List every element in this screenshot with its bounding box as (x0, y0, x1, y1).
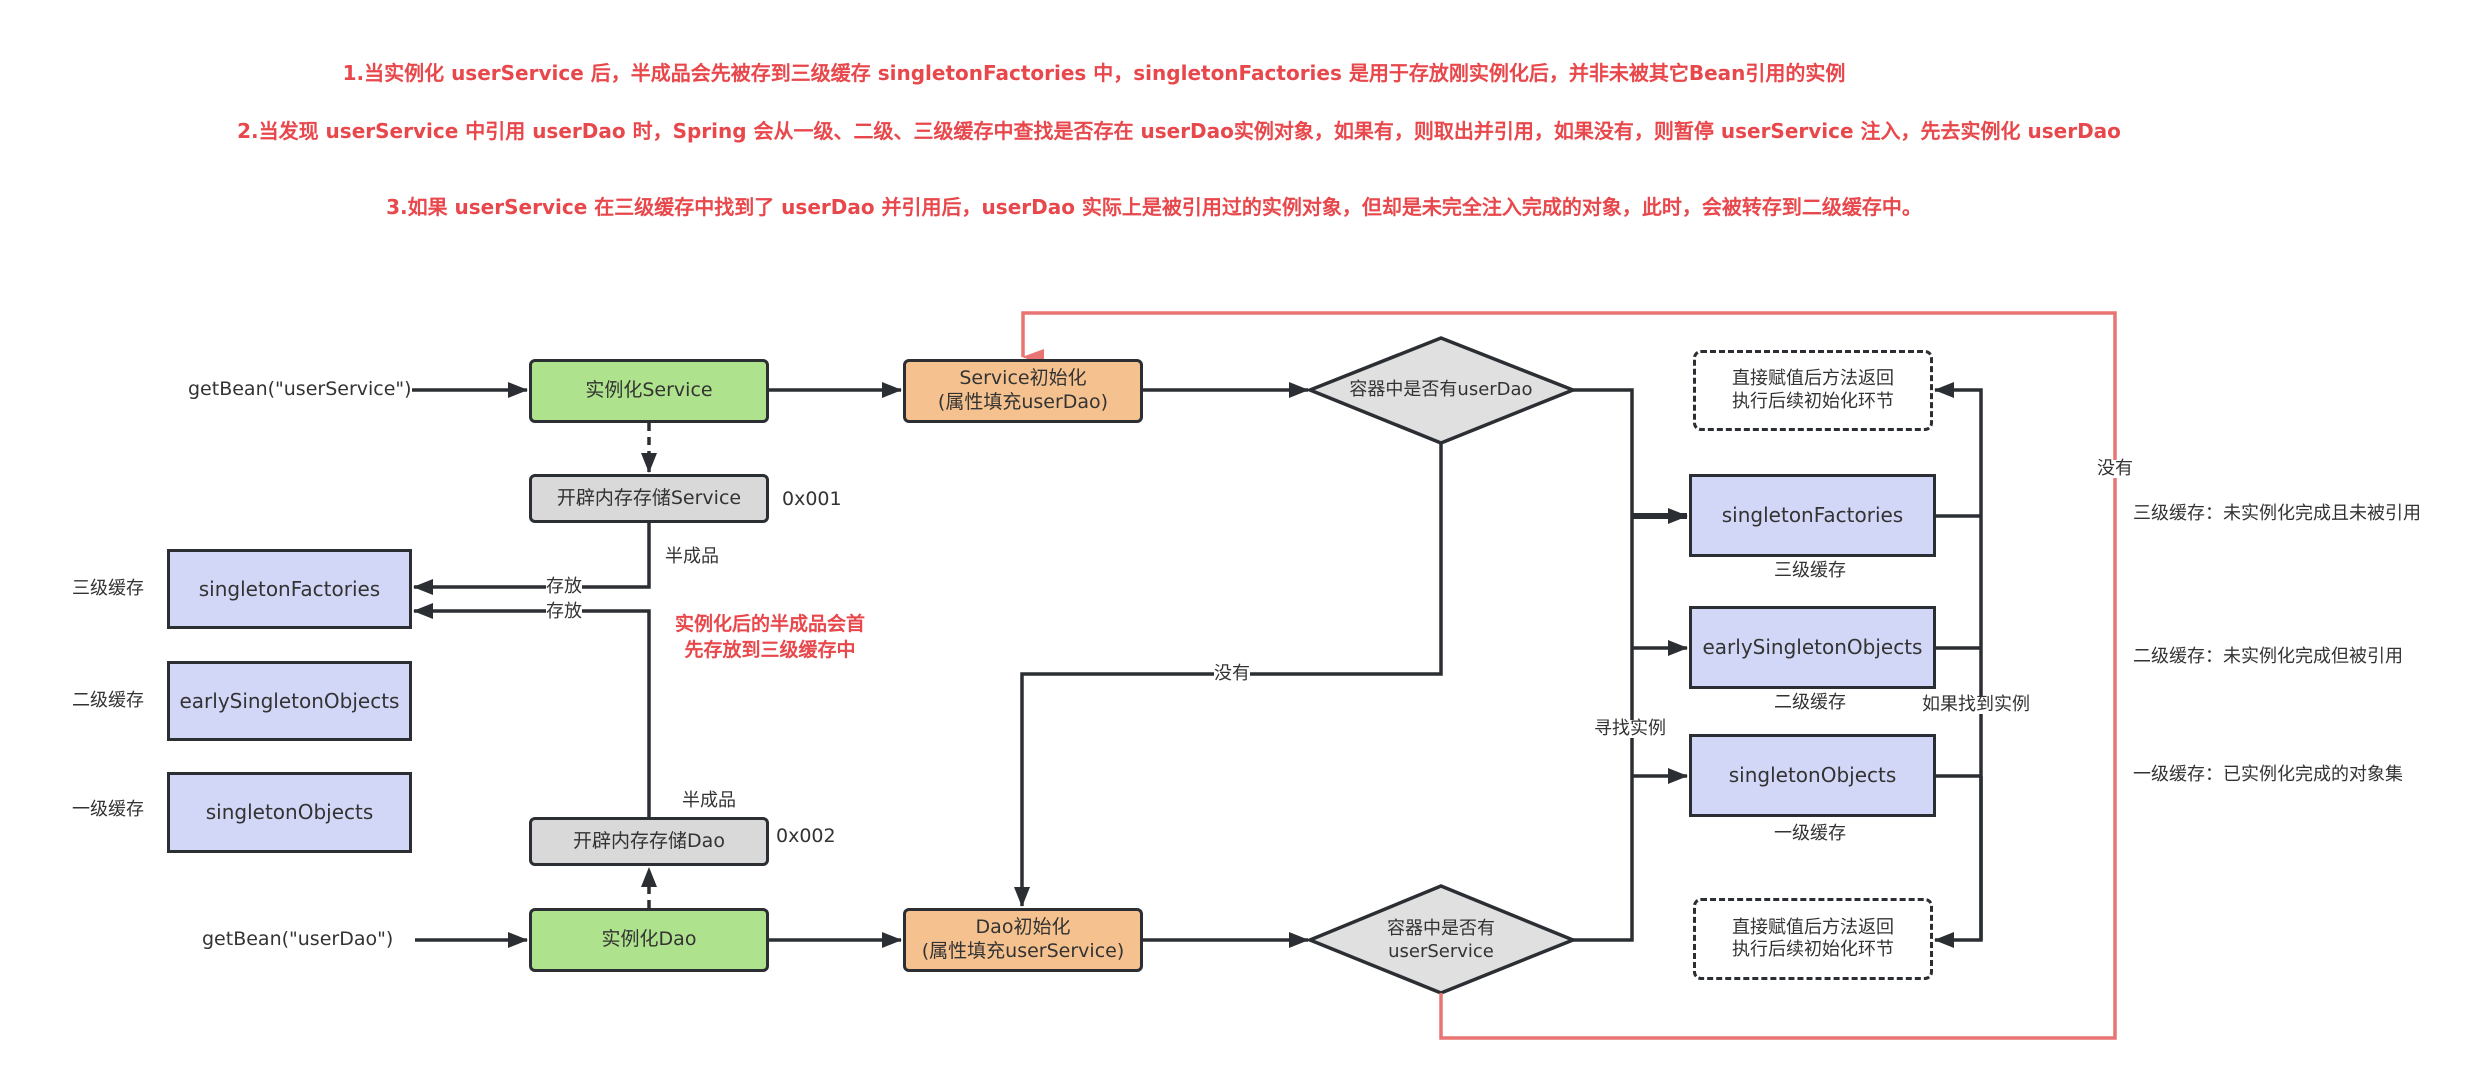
return-top-line1: 直接赋值后方法返回 (1732, 368, 1894, 389)
left-cache-level-2: 二级缓存 (72, 690, 144, 711)
right-cache-level-2: 二级缓存 (1774, 692, 1846, 713)
note-1: 1.当实例化 userService 后，半成品会先被存到三级缓存 single… (342, 61, 1846, 85)
right-cache-name-2: earlySingletonObjects (1702, 635, 1923, 659)
legend-level-1: 一级缓存：已实例化完成的对象集 (2133, 764, 2403, 785)
store-label-2: 存放 (546, 601, 582, 622)
note-3: 3.如果 userService 在三级缓存中找到了 userDao 并引用后，… (386, 195, 1922, 219)
right-cache-early-singleton-objects[interactable]: earlySingletonObjects (1689, 606, 1936, 689)
edge-not-found-loop (1021, 311, 2117, 1040)
edge-label-not-found-mid: 没有 (1214, 663, 1250, 684)
right-cache-level-1: 一级缓存 (1774, 823, 1846, 844)
instantiate-service-text: 实例化Service (585, 379, 713, 402)
right-cache-singleton-factories[interactable]: singletonFactories (1689, 474, 1936, 557)
instantiate-dao-text: 实例化Dao (601, 928, 697, 951)
decision-userservice-label: 容器中是否有 userService (1340, 912, 1542, 968)
store-note-line1: 实例化后的半成品会首 (674, 613, 865, 635)
service-init-line2: (属性填充userDao) (937, 391, 1109, 413)
return-top-line2: 执行后续初始化环节 (1732, 390, 1894, 412)
edge-memory-dao-store (413, 603, 651, 817)
edge-label-found: 如果找到实例 (1922, 694, 2030, 715)
return-box-bottom[interactable]: 直接赋值后方法返回 执行后续初始化环节 (1693, 898, 1933, 980)
memory-dao-node[interactable]: 开辟内存存储Dao (529, 817, 769, 866)
note-2: 2.当发现 userService 中引用 userDao 时，Spring 会… (237, 119, 2121, 143)
decision-userdao-diamond (1305, 336, 1578, 445)
right-cache-level-3: 三级缓存 (1774, 560, 1846, 581)
semi-product-label-service: 半成品 (665, 546, 719, 567)
dao-init-line2: (属性填充userService) (921, 940, 1125, 962)
semi-product-label-dao: 半成品 (682, 790, 736, 811)
edge-label-not-found-right: 没有 (2097, 458, 2133, 479)
decision-userservice-line1: 容器中是否有 (1387, 917, 1495, 939)
right-cache-singleton-objects[interactable]: singletonObjects (1689, 734, 1936, 817)
getbean-userdao-label: getBean("userDao") (202, 928, 394, 950)
dao-init-line1: Dao初始化 (975, 916, 1071, 939)
edge-decision1-search (1573, 388, 1634, 942)
memory-dao-text: 开辟内存存储Dao (573, 829, 725, 852)
decision-userservice-line2: userService (1388, 941, 1494, 962)
memory-service-text: 开辟内存存储Service (556, 486, 742, 509)
left-cache-singleton-objects[interactable]: singletonObjects (167, 772, 412, 853)
left-cache-name-2: earlySingletonObjects (179, 688, 400, 713)
return-bottom-line2: 执行后续初始化环节 (1732, 939, 1894, 960)
store-label-1: 存放 (546, 576, 582, 597)
address-0x002: 0x002 (776, 825, 836, 847)
right-cache-name-3: singletonObjects (1728, 763, 1897, 787)
left-cache-level-3: 三级缓存 (72, 578, 144, 599)
memory-service-node[interactable]: 开辟内存存储Service (529, 474, 769, 523)
store-note: 实例化后的半成品会首 先存放到三级缓存中 (660, 612, 880, 663)
right-cache-name-1: singletonFactories (1721, 503, 1904, 527)
instantiate-dao-node[interactable]: 实例化Dao (529, 908, 769, 972)
edge-label-search: 寻找实例 (1594, 718, 1666, 739)
return-box-top[interactable]: 直接赋值后方法返回 执行后续初始化环节 (1693, 350, 1933, 431)
edge-memory-service-store (413, 523, 651, 595)
edge-found-to-return-top (1934, 382, 1983, 940)
instantiate-service-node[interactable]: 实例化Service (529, 359, 769, 423)
getbean-userservice-label: getBean("userService") (188, 378, 412, 400)
edge-found-to-return-bottom (1934, 776, 1983, 948)
legend-level-2: 二级缓存：未实例化完成但被引用 (2133, 646, 2403, 667)
service-init-line1: Service初始化 (959, 367, 1087, 390)
left-cache-singleton-factories[interactable]: singletonFactories (167, 549, 412, 629)
store-note-line2: 先存放到三级缓存中 (684, 638, 856, 661)
left-cache-level-1: 一级缓存 (72, 799, 144, 820)
left-cache-name-3: singletonObjects (205, 800, 374, 824)
left-cache-early-singleton-objects[interactable]: earlySingletonObjects (167, 661, 412, 741)
legend-level-3: 三级缓存：未实例化完成且未被引用 (2133, 503, 2421, 524)
dao-init-node[interactable]: Dao初始化 (属性填充userService) (903, 908, 1143, 972)
left-cache-name-1: singletonFactories (198, 576, 381, 601)
decision-userdao-label: 容器中是否有userDao (1349, 379, 1533, 401)
address-0x001: 0x001 (782, 488, 842, 510)
service-init-node[interactable]: Service初始化 (属性填充userDao) (903, 359, 1143, 423)
return-bottom-line1: 直接赋值后方法返回 (1732, 916, 1894, 938)
